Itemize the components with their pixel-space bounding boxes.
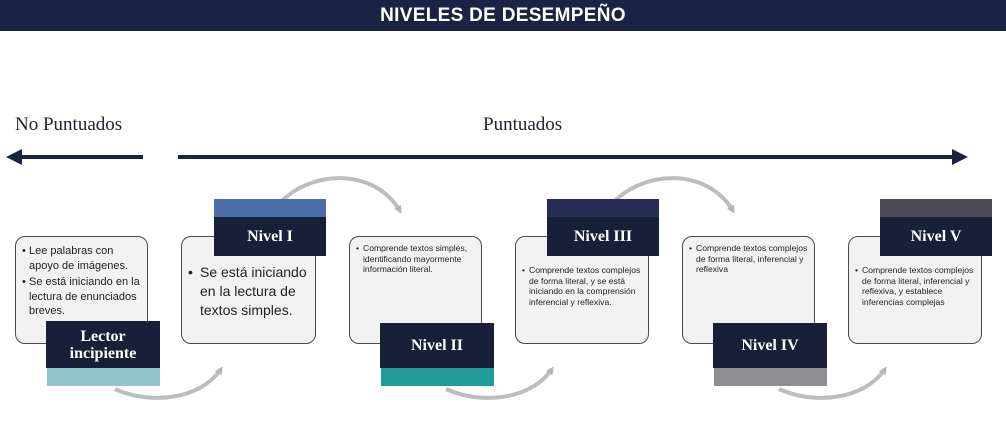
level-label-nivel-2: Nivel II bbox=[380, 323, 494, 368]
accent-bar bbox=[381, 368, 494, 386]
no-puntuados-label: No Puntuados bbox=[15, 114, 123, 135]
page-title: NIVELES DE DESEMPEÑO bbox=[0, 0, 1006, 31]
level-label-nivel-3: Nivel III bbox=[547, 217, 659, 256]
accent-bar bbox=[214, 199, 326, 217]
puntuados-label: Puntuados bbox=[483, 114, 563, 135]
level-bullet: Comprende textos simples, identificando … bbox=[356, 243, 475, 275]
level-bullet: Comprende textos complejos de forma lite… bbox=[689, 243, 808, 275]
connector-arrow bbox=[778, 366, 887, 400]
accent-bar bbox=[880, 199, 992, 217]
puntuados-arrow bbox=[178, 149, 968, 165]
accent-bar bbox=[547, 199, 659, 217]
connector-arrow bbox=[445, 366, 554, 400]
accent-bar bbox=[714, 368, 827, 386]
level-bullet: Comprende textos complejos de forma lite… bbox=[855, 265, 975, 307]
no-puntuados-arrow bbox=[6, 149, 143, 165]
level-label-nivel-4: Nivel IV bbox=[713, 323, 827, 368]
level-label-nivel-5: Nivel V bbox=[880, 217, 992, 256]
connector-arrow bbox=[608, 176, 735, 214]
level-bullet: Comprende textos complejos de forma lite… bbox=[522, 265, 642, 307]
level-label-lector-incipiente: Lector incipiente bbox=[46, 321, 160, 368]
level-label-nivel-1: Nivel I bbox=[214, 217, 326, 256]
accent-bar bbox=[47, 368, 160, 386]
level-bullet: Se está iniciando en la lectura de texto… bbox=[188, 263, 309, 320]
connector-arrow bbox=[275, 176, 402, 214]
level-bullet: Se está iniciando en la lectura de enunc… bbox=[22, 275, 141, 319]
level-bullet: Lee palabras con apoyo de imágenes. bbox=[22, 244, 141, 273]
connector-arrow bbox=[114, 366, 223, 400]
